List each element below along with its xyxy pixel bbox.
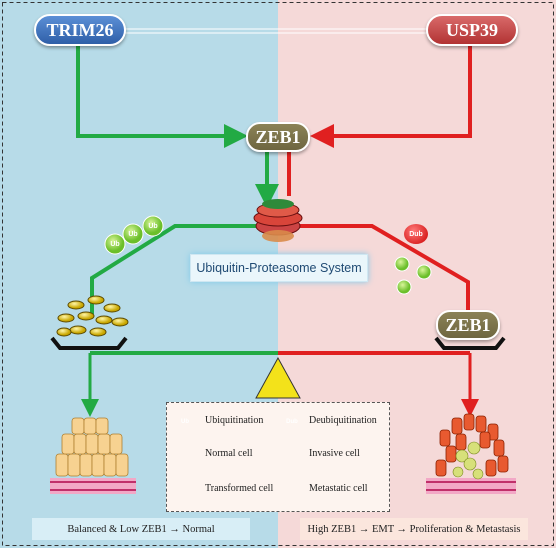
usp39-node: USP39 <box>426 14 518 46</box>
dub-badge: Dub <box>404 224 428 244</box>
legend-ubiquitination: Ubiquitination <box>205 415 264 426</box>
trim26-to-zeb1-arrow <box>76 44 248 148</box>
green-path <box>90 224 256 314</box>
caption-right: High ZEB1 → EMT → Proliferation & Metast… <box>300 518 528 540</box>
usp39-to-zeb1-arrow <box>310 44 472 148</box>
caption-left: Balanced & Low ZEB1 → Normal <box>32 518 250 540</box>
ub-badge-1: Ub <box>110 240 120 248</box>
legend-metastatic-cell: Metastatic cell <box>309 483 368 494</box>
zeb1-right-node: ZEB1 <box>436 310 500 340</box>
ub-badge-3: Ub <box>148 222 158 230</box>
proteasome-icon <box>253 199 303 242</box>
legend-invasive-cell: Invasive cell <box>309 448 360 459</box>
zeb1-low-pile-icon <box>56 295 129 337</box>
normal-tissue-icon <box>50 417 136 494</box>
legend-normal-cell: Normal cell <box>205 448 253 459</box>
ub-chain-icon <box>104 215 164 255</box>
red-path <box>300 224 470 314</box>
legend-transformed-cell: Transformed cell <box>205 483 274 494</box>
trim26-node: TRIM26 <box>34 14 126 46</box>
left-pan <box>50 336 128 350</box>
ub-badge-2: Ub <box>128 230 138 238</box>
legend-ub-label: Ub <box>181 419 189 425</box>
right-pan <box>434 336 506 350</box>
tumor-tissue-icon <box>426 413 516 494</box>
legend-dub-label: Dub <box>286 419 298 425</box>
legend-deubiquitination: Deubiquitination <box>309 415 377 426</box>
legend-box: Ub Ubiquitination Dub Deubiquitination N… <box>166 402 390 512</box>
free-ub-icon <box>394 256 432 295</box>
zeb1-top-node: ZEB1 <box>246 122 310 152</box>
fulcrum <box>255 356 301 399</box>
ubiquitin-proteasome-label: Ubiquitin-Proteasome System <box>190 254 368 282</box>
